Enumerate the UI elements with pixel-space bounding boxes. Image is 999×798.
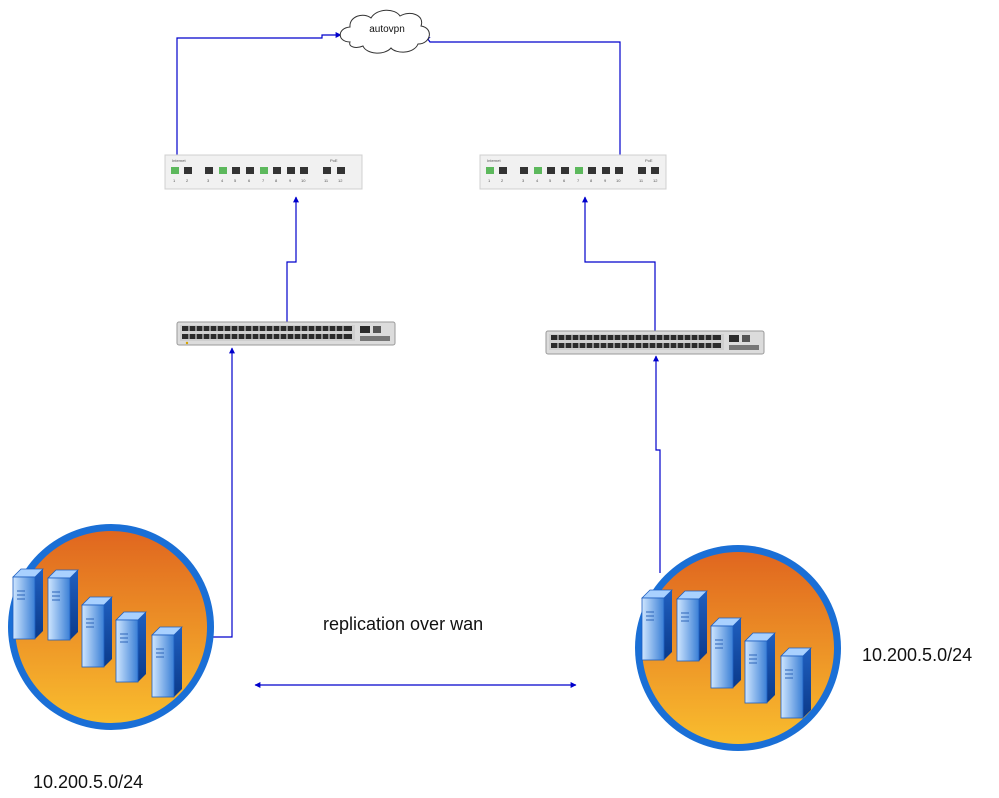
firewall-left-port-11: 11: [324, 178, 329, 183]
firewall-left-port-8: 8: [275, 178, 278, 183]
firewall-right-wan-caption: Internet: [487, 158, 501, 163]
firewall-right-port-1: 1: [488, 178, 491, 183]
switch-right: [545, 330, 765, 355]
firewall-left-port-3: 3: [207, 178, 210, 183]
replication-link-label: replication over wan: [323, 614, 484, 634]
link-right-servers-to-switch: [653, 355, 661, 573]
firewall-right-ports: [486, 167, 659, 174]
firewall-right-port-3: 3: [522, 178, 525, 183]
firewall-left: [164, 154, 363, 190]
firewall-right-port-8: 8: [590, 178, 593, 183]
firewall-left-port-6: 6: [248, 178, 251, 183]
firewall-left-port-4: 4: [221, 178, 224, 183]
switch-left: [176, 321, 396, 346]
firewall-right-port-10: 10: [616, 178, 621, 183]
firewall-left-ports: [171, 167, 345, 174]
firewall-right-poe-caption: PoE: [645, 158, 653, 163]
firewall-left-port-1: 1: [173, 178, 176, 183]
firewall-left-port-7: 7: [262, 178, 265, 183]
link-left-servers-to-switch: [213, 347, 235, 638]
firewall-left-poe-caption: PoE: [330, 158, 338, 163]
subnet-left-label: 10.200.5.0/24: [33, 772, 144, 792]
firewall-right-port-9: 9: [604, 178, 607, 183]
firewall-right-port-4: 4: [536, 178, 539, 183]
firewall-right-port-5: 5: [549, 178, 552, 183]
firewall-right-port-12: 12: [653, 178, 658, 183]
link-right-switch-to-firewall: [582, 196, 656, 331]
link-left-switch-to-firewall: [286, 196, 299, 322]
firewall-left-port-10: 10: [301, 178, 306, 183]
subnet-right-label: 10.200.5.0/24: [862, 645, 973, 665]
server-cluster-left-icon: [8, 524, 214, 730]
firewall-right-port-6: 6: [563, 178, 566, 183]
firewall-right-port-7: 7: [577, 178, 580, 183]
server-cluster-right-icon: [635, 545, 841, 751]
firewall-left-port-9: 9: [289, 178, 292, 183]
firewall-left-port-5: 5: [234, 178, 237, 183]
link-left-firewall-to-cloud: [176, 32, 342, 155]
cloud-label: autovpn: [369, 24, 405, 35]
firewall-right-port-2: 2: [501, 178, 504, 183]
firewall-right: [479, 154, 667, 190]
firewall-left-wan-caption: Internet: [172, 158, 186, 163]
firewall-left-port-12: 12: [338, 178, 343, 183]
link-right-firewall-to-cloud: [424, 34, 621, 155]
autovpn-cloud-icon: [339, 9, 430, 54]
firewall-left-port-2: 2: [186, 178, 189, 183]
firewall-right-port-11: 11: [639, 178, 644, 183]
